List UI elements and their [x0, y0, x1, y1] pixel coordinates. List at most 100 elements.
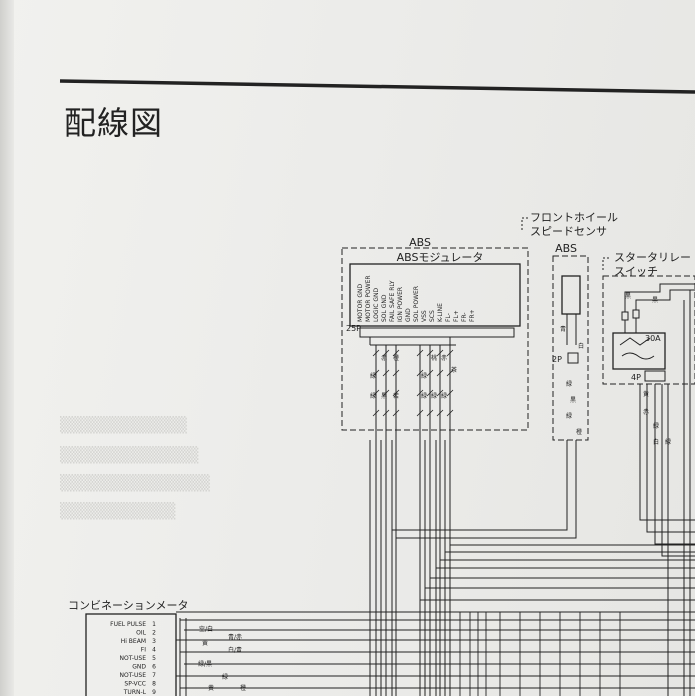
- abs-connector-label: 25P: [346, 324, 361, 333]
- front-sensor-connector: [567, 352, 579, 364]
- meter-pin-number: 3: [152, 638, 156, 645]
- fuse-clip-icon: [632, 309, 640, 319]
- meter-pin-label: NOT-USE: [120, 655, 147, 662]
- front-sensor-wire-color: 黒: [570, 397, 576, 404]
- page-title: 配線図: [64, 104, 163, 142]
- front-sensor-wire-color: 緑: [566, 412, 572, 420]
- meter-pin-number: 4: [152, 647, 156, 654]
- harness-wire: [391, 440, 568, 696]
- abs-wire-color: 黒: [381, 393, 387, 400]
- abs-wire-color: 緑: [421, 372, 427, 380]
- front-sensor-wire-color: 青: [560, 325, 566, 333]
- meter-pin-number: 6: [152, 664, 156, 671]
- starter-relay-body: [612, 332, 666, 370]
- abs-wire-color: 赤: [381, 355, 387, 362]
- harness-wire: [654, 384, 695, 545]
- meter-pin-label: SP-VCC: [124, 681, 146, 688]
- front-sensor-body: [561, 275, 581, 315]
- front-wheel-speed-sensor: フロントホイール スピードセンサ ABS 2P 青 白 緑 黒 緑 橙: [521, 211, 618, 441]
- harness-wire: [639, 384, 695, 521]
- meter-pin-label: FUEL PULSE: [110, 621, 146, 628]
- svg-text:▒▒▒▒▒▒▒▒▒▒▒: ▒▒▒▒▒▒▒▒▒▒▒: [60, 416, 187, 434]
- relay-contact-icon: [621, 352, 655, 360]
- starter-relay-fuse-label: 30A: [645, 334, 661, 343]
- starter-relay-wire-color: 黒: [625, 293, 631, 300]
- abs-group-label: ABS: [409, 236, 431, 249]
- meter-pin-number: 7: [152, 672, 156, 679]
- abs-pin-label: VSS: [421, 310, 428, 322]
- abs-pin-label: FAIL SAFE RLY: [389, 280, 396, 322]
- show-through-text: ▒▒▒▒▒▒▒▒▒▒▒ ▒▒▒▒▒▒▒▒▒▒▒▒ ▒▒▒▒▒▒▒▒▒▒▒▒▒ ▒…: [60, 416, 210, 520]
- meter-pin-label: FI: [141, 647, 146, 654]
- starter-relay-leader: [602, 257, 610, 270]
- front-sensor-wire-color: 橙: [576, 428, 582, 436]
- front-sensor-leader: [521, 217, 528, 230]
- abs-pin-label: K-LINE: [437, 303, 444, 322]
- abs-connector-strip: [359, 327, 515, 338]
- meter-pin-number: 2: [152, 630, 156, 637]
- relay-coil-icon: [619, 337, 651, 346]
- abs-pin-label: SOL GND: [381, 294, 388, 322]
- abs-pin-label: SOL POWER: [413, 286, 420, 322]
- front-sensor-label-line1: フロントホイール: [530, 211, 618, 224]
- front-sensor-wire-color: 白: [578, 342, 584, 350]
- meter-pin-number: 8: [152, 681, 156, 688]
- meter-wire-color: 緑: [222, 673, 228, 681]
- abs-wire-color: 緑: [370, 372, 376, 380]
- svg-text:▒▒▒▒▒▒▒▒▒▒▒▒: ▒▒▒▒▒▒▒▒▒▒▒▒: [60, 446, 199, 464]
- abs-wire-color: 緑: [441, 392, 447, 400]
- abs-wire-color: 桃: [431, 354, 437, 362]
- starter-relay-connector: [644, 370, 666, 382]
- abs-wire-color: 若: [393, 392, 399, 400]
- starter-relay-wire-color: 黄: [643, 390, 649, 398]
- combination-meter-box: [85, 613, 177, 696]
- meter-pin-number: 5: [152, 655, 156, 662]
- abs-pin-stubs: [370, 344, 456, 440]
- starter-relay-label-line2: スイッチ: [614, 265, 658, 278]
- abs-wire-color: 緑: [431, 392, 437, 400]
- meter-wire-color: 白/青: [228, 646, 242, 654]
- abs-pin-label: FL+: [453, 310, 460, 322]
- abs-pin-label: GND: [405, 308, 412, 322]
- harness-wire: [624, 283, 695, 312]
- starter-relay-dashed-box: [602, 275, 695, 385]
- abs-pin-label: FL-: [445, 313, 452, 322]
- front-sensor-group-label: ABS: [555, 242, 577, 255]
- abs-module-label: ABSモジュレータ: [397, 251, 484, 264]
- fuse-clip-icon: [621, 311, 629, 321]
- meter-pin-label: TURN-L: [123, 689, 147, 696]
- abs-pin-label: MOTOR POWER: [365, 275, 372, 322]
- abs-pin-label: FR+: [469, 309, 476, 322]
- front-sensor-label-line2: スピードセンサ: [530, 225, 607, 238]
- meter-wire-color: 青/赤: [228, 633, 242, 641]
- abs-wire-color: 緑: [421, 392, 427, 400]
- meter-pin-label: Hi BEAM: [121, 638, 146, 645]
- front-sensor-dashed-box: [552, 255, 589, 441]
- svg-text:▒▒▒▒▒▒▒▒▒▒: ▒▒▒▒▒▒▒▒▒▒: [60, 502, 176, 520]
- starter-relay-connector-label: 4P: [631, 373, 641, 382]
- abs-pin-label: MOTOR GND: [357, 283, 364, 322]
- header-rule: [59, 79, 695, 94]
- meter-pin-label: OIL: [136, 630, 146, 637]
- front-sensor-wire-color: 緑: [566, 380, 572, 388]
- starter-relay-wire-color: 白: [653, 438, 659, 446]
- combination-meter-label: コンビネーションメータ: [68, 599, 188, 612]
- abs-wire-color: 緑: [370, 392, 376, 400]
- starter-relay-switch: スタータリレー スイッチ 30A 4P 黒 黒 黄 赤 緑 白 緑: [602, 251, 695, 446]
- harness-wire: [646, 384, 695, 533]
- svg-text:▒▒▒▒▒▒▒▒▒▒▒▒▒: ▒▒▒▒▒▒▒▒▒▒▒▒▒: [60, 474, 210, 492]
- starter-relay-wire-color: 緑: [653, 422, 659, 430]
- meter-wire-color: 空/白: [199, 625, 213, 633]
- starter-relay-wire-color: 赤: [643, 409, 649, 416]
- starter-relay-label-line1: スタータリレー: [614, 251, 691, 264]
- abs-dashed-box: [341, 247, 529, 431]
- abs-pin-label: IGN POWER: [397, 287, 404, 322]
- abs-pin-label: LOGIC GND: [373, 287, 380, 322]
- abs-module-box: [349, 263, 521, 327]
- binding-shadow: [0, 0, 14, 696]
